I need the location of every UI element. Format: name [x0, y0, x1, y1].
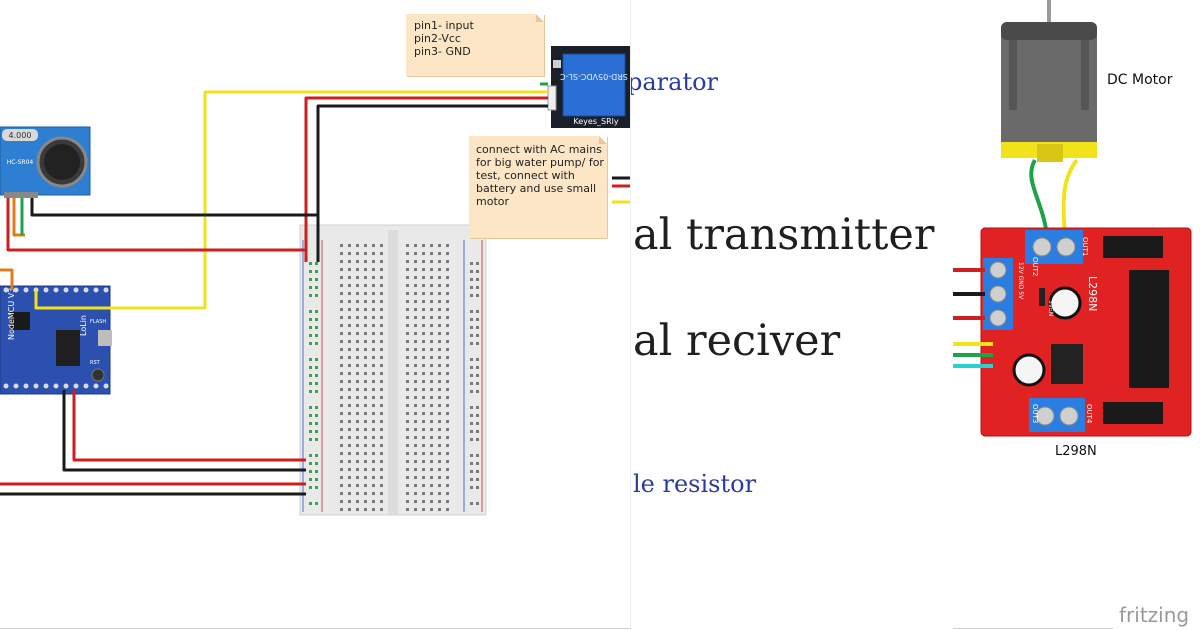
pin-note-line-1: pin1- input — [414, 19, 474, 32]
motor-wires — [1029, 158, 1079, 237]
out2-label: OUT2 — [1031, 257, 1039, 276]
wire-black-sensor — [30, 198, 318, 217]
dc-motor — [1001, 0, 1097, 162]
nodemcu-brand: LoLin — [79, 315, 88, 336]
l298n-board: OUT2 OUT1 OUT3 OUT4 12V GND 5V 5VEN L298… — [980, 227, 1192, 437]
wire-red-mcu — [72, 390, 306, 462]
wire-yellow-relay — [34, 90, 548, 310]
wire-black-mcu — [62, 390, 306, 472]
motor-driver-diagram: OUT2 OUT1 OUT3 OUT4 12V GND 5V 5VEN L298… — [953, 0, 1192, 437]
mains-note: connect with AC mains for big water pump… — [469, 136, 607, 238]
wire-orange-mcu — [0, 268, 14, 290]
relay-module: SRD-05VDC-SL-C Keyes_SRly — [547, 46, 630, 128]
flash-label: FLASH — [90, 319, 106, 325]
fritzing-watermark: fritzing — [1119, 603, 1190, 627]
breadboard-diagram: SRD-05VDC-SL-C Keyes_SRly 4.000 HC-SR04 … — [0, 46, 630, 516]
driver-input-wires — [953, 268, 993, 368]
dc-motor-label: DC Motor — [1107, 72, 1173, 88]
right-bottom-line — [953, 628, 1113, 629]
middle-document-panel: parator al transmitter al reciver le res… — [630, 0, 954, 630]
breadboard — [299, 224, 487, 516]
left-wiring-panel: SRD-05VDC-SL-C Keyes_SRly 4.000 HC-SR04 … — [0, 14, 630, 629]
note-fold — [599, 136, 607, 144]
wire-green-motor — [1029, 158, 1049, 237]
pin-note: pin1- input pin2-Vcc pin3- GND — [406, 14, 544, 76]
nodemcu-label: NodeMCU V3 — [7, 288, 16, 340]
l298n-label: L298N — [1055, 444, 1097, 459]
doc-line-resistor: le resistor — [633, 470, 757, 498]
wire-red-relay — [304, 96, 548, 262]
nodemcu-board: NodeMCU V3 LoLin FLASH RST — [0, 285, 112, 395]
rst-label: RST — [90, 360, 101, 366]
ultrasonic-label: HC-SR04 — [7, 159, 34, 166]
wire-red-sensor — [6, 198, 306, 252]
doc-line-reciver: al reciver — [633, 316, 841, 366]
jumper-label: 5VEN — [1047, 300, 1054, 316]
pin-note-line-3: pin3- GND — [414, 45, 471, 58]
ultrasonic-sensor: 4.000 HC-SR04 — [0, 126, 91, 198]
pin-note-line-2: pin2-Vcc — [414, 32, 461, 45]
out1-label: OUT1 — [1081, 237, 1089, 256]
relay-model-text: SRD-05VDC-SL-C — [560, 72, 628, 81]
doc-line-comparator: parator — [630, 68, 719, 96]
nodemcu-pins — [3, 287, 109, 389]
right-motor-panel: OUT2 OUT1 OUT3 OUT4 12V GND 5V 5VEN L298… — [953, 0, 1200, 630]
driver-silkscreen: L298N — [1086, 276, 1099, 311]
wire-yellow-motor — [1061, 158, 1079, 237]
wires — [0, 82, 630, 496]
crystal-text: 4.000 — [9, 131, 32, 140]
left-bottom-line — [0, 628, 630, 629]
mains-note-line-5: motor — [476, 195, 510, 208]
relay-label: Keyes_SRly — [573, 117, 618, 126]
mains-note-line-3: test, connect with — [476, 169, 575, 182]
out3-label: OUT3 — [1031, 404, 1039, 423]
mains-note-line-1: connect with AC mains — [476, 143, 602, 156]
mains-note-line-2: for big water pump/ for — [476, 156, 604, 169]
mains-note-line-4: battery and use small — [476, 182, 597, 195]
wire-black-relay — [316, 104, 548, 262]
out4-label: OUT4 — [1085, 404, 1093, 424]
breadboard-holes — [309, 244, 479, 511]
doc-line-transmitter: al transmitter — [633, 210, 935, 260]
power-pin-labels: 12V GND 5V — [1017, 262, 1024, 300]
note-fold — [536, 14, 544, 22]
